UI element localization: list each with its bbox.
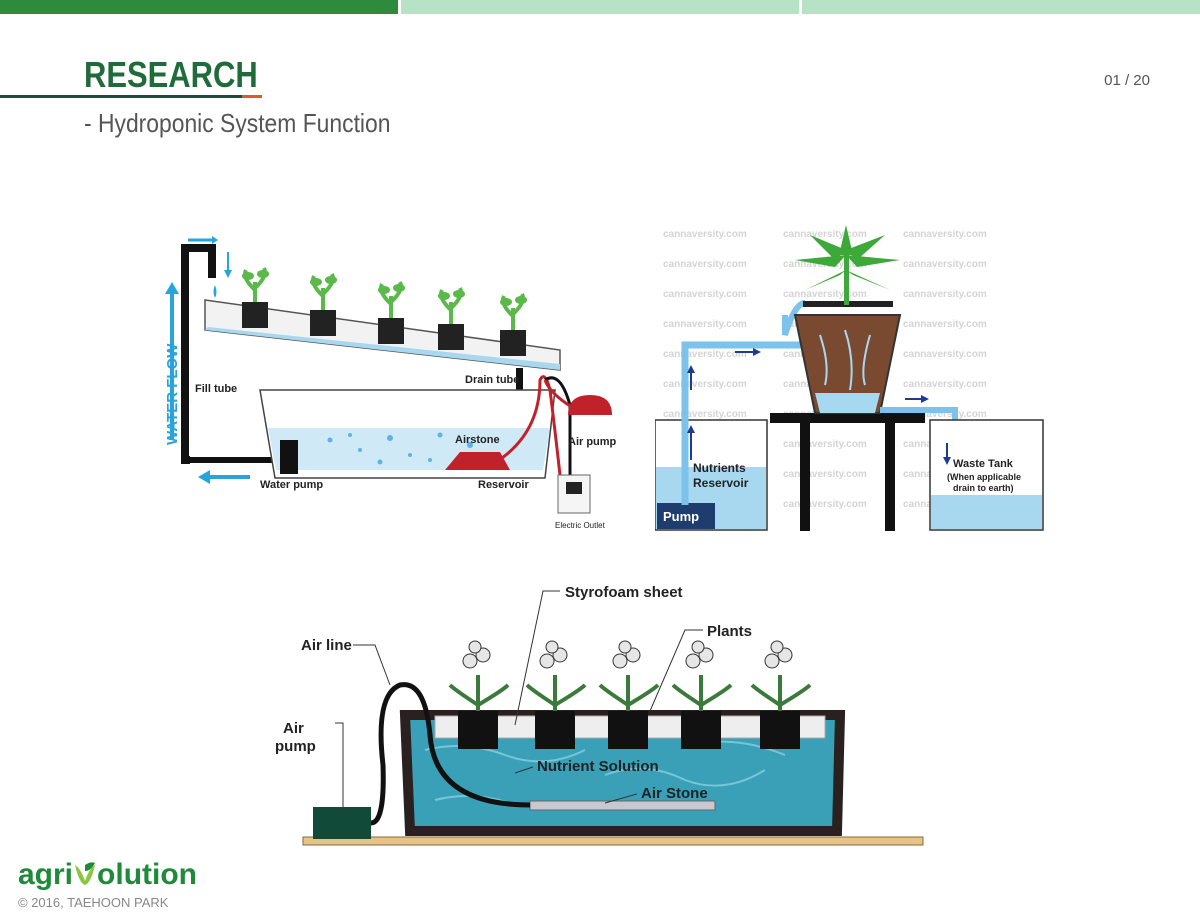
pump	[657, 503, 715, 529]
waste-note-1: (When applicable	[947, 472, 1021, 482]
fill-tube-label: Fill tube	[195, 383, 237, 395]
svg-text:cannaversity.com: cannaversity.com	[663, 289, 747, 300]
svg-text:cannaversity.com: cannaversity.com	[783, 289, 867, 300]
water-drop-icon	[213, 285, 217, 298]
air-line-label: Air line	[301, 637, 352, 654]
styrofoam-sheet-label: Styrofoam sheet	[565, 584, 683, 601]
cannabis-plant	[795, 225, 900, 305]
drain-tube-label: Drain tube	[465, 374, 519, 386]
plants-label: Plants	[707, 623, 752, 640]
orchid-1	[448, 640, 510, 749]
page-subtitle: - Hydroponic System Function	[84, 108, 391, 138]
top-bar-light-2	[802, 0, 1200, 14]
diagram-drip-system: cannaversity.com cannaversity.com cannaver…	[655, 215, 1045, 535]
table-stand	[770, 413, 925, 423]
orchid-5	[750, 640, 812, 749]
title-rule-orange	[242, 95, 262, 98]
svg-text:cannaversity.com: cannaversity.com	[783, 439, 867, 450]
electric-outlet-label: Electric Outlet	[555, 521, 606, 530]
pump-label: Pump	[663, 509, 699, 524]
svg-text:cannaversity.com: cannaversity.com	[663, 349, 747, 360]
waste-tank-label: Waste Tank	[953, 458, 1014, 470]
svg-text:cannaversity.com: cannaversity.com	[903, 349, 987, 360]
air-pump-label-2: pump	[275, 738, 316, 755]
air-stone-label: Air Stone	[641, 785, 708, 802]
water-pump-label: Water pump	[260, 479, 323, 491]
svg-text:cannaversity.com: cannaversity.com	[903, 319, 987, 330]
title-rule-dark	[0, 95, 242, 98]
svg-text:cannaversity.com: cannaversity.com	[903, 259, 987, 270]
svg-text:cannaversity.com: cannaversity.com	[903, 379, 987, 390]
water-pump	[280, 440, 298, 474]
svg-text:cannaversity.com: cannaversity.com	[783, 229, 867, 240]
orchid-2	[525, 640, 587, 749]
plant-5	[500, 293, 527, 356]
svg-text:cannaversity.com: cannaversity.com	[783, 499, 867, 510]
page-title: RESEARCH	[84, 54, 258, 95]
svg-text:cannaversity.com: cannaversity.com	[663, 259, 747, 270]
reservoir-label: Reservoir	[478, 479, 529, 491]
air-pump-label-1: Air	[283, 720, 304, 737]
svg-text:cannaversity.com: cannaversity.com	[663, 379, 747, 390]
airstone	[445, 452, 510, 470]
svg-text:cannaversity.com: cannaversity.com	[903, 289, 987, 300]
base-plank	[302, 836, 924, 846]
svg-text:cannaversity.com: cannaversity.com	[783, 469, 867, 480]
drain-tube	[516, 368, 523, 394]
plant-1	[242, 267, 269, 328]
air-pump	[568, 395, 612, 415]
logo-text-2: olution	[97, 858, 197, 891]
plant-3	[378, 281, 405, 344]
copyright: © 2016, TAEHOON PARK	[18, 895, 169, 910]
orchid-3	[598, 640, 660, 749]
air-pump-label: Air pump	[568, 436, 617, 448]
waste-note-2: drain to earth)	[953, 483, 1014, 493]
air-stone	[529, 800, 716, 811]
leaf-v-icon	[75, 862, 96, 885]
diagram-deep-water-culture: Styrofoam sheet Plants Air line Air pump…	[275, 584, 924, 846]
orchid-4	[671, 640, 733, 749]
svg-text:cannaversity.com: cannaversity.com	[903, 409, 987, 420]
air-pump-box	[313, 807, 371, 839]
plant-4	[438, 287, 465, 350]
nutrients-reservoir-label-1: Nutrients	[693, 461, 746, 475]
brand-logo: agri olution	[18, 858, 197, 892]
air-line	[370, 682, 531, 826]
svg-text:cannaversity.com: cannaversity.com	[663, 319, 747, 330]
plant-2	[310, 273, 337, 336]
logo-text-1: agri	[18, 858, 74, 891]
fill-tube	[181, 244, 216, 464]
page-number: 01 / 20	[1104, 72, 1150, 89]
svg-text:cannaversity.com: cannaversity.com	[903, 229, 987, 240]
nutrients-reservoir-label-2: Reservoir	[693, 476, 749, 490]
water-flow-label: WATER FLOW	[164, 343, 181, 445]
svg-text:cannaversity.com: cannaversity.com	[663, 229, 747, 240]
top-bar-light-1	[401, 0, 799, 14]
diagram-nft-system: WATER FLOW Drain tube Airst	[164, 236, 617, 530]
svg-text:cannaversity.com: cannaversity.com	[663, 409, 747, 420]
nutrient-solution-label: Nutrient Solution	[537, 758, 659, 775]
top-bar-dark	[0, 0, 398, 14]
airstone-label: Airstone	[455, 434, 500, 446]
